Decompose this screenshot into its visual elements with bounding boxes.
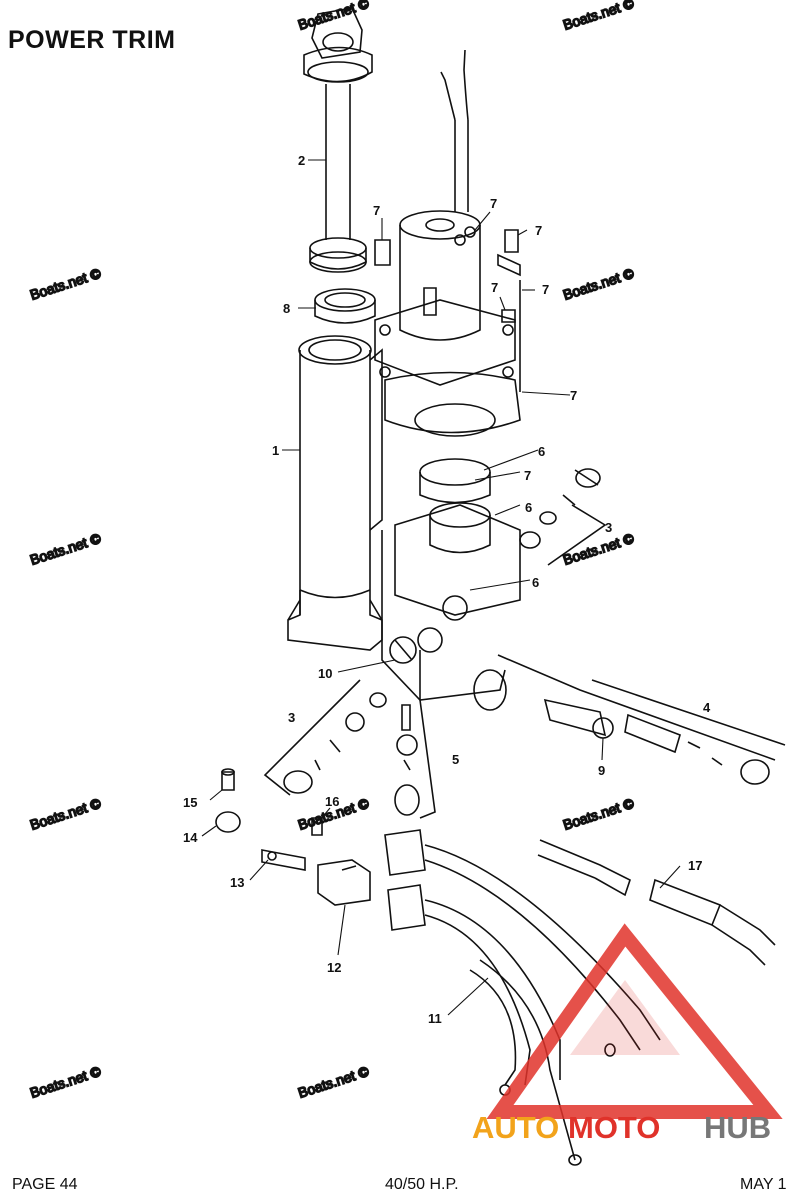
callout-7: 7 [490,196,497,211]
part-1-cylinder-body [287,335,507,711]
part-2-ram-rod [303,7,373,273]
callout-7: 7 [491,280,498,295]
callout-14: 14 [183,830,198,845]
callout-7: 7 [373,203,380,218]
page-title: POWER TRIM [8,26,176,54]
callout-15: 15 [183,795,197,810]
part-11-wiring-harness [384,829,661,1166]
footer-model: 40/50 H.P. [385,1176,459,1193]
callout-7: 7 [535,223,542,238]
watermark-text: Boats.net © [296,0,371,33]
logo-text-moto: MOTO [568,1110,660,1145]
part-13-bracket [261,849,306,871]
part-17-battery-leads [537,839,776,966]
watermark-text: Boats.net © [561,265,636,303]
footer-page-number: PAGE 44 [12,1176,78,1193]
part-10-valve [389,636,417,664]
callout-17: 17 [688,858,702,873]
callout-5: 5 [452,752,459,767]
watermark-text: Boats.net © [561,795,636,833]
callout-7: 7 [542,282,549,297]
callout-7: 7 [524,468,531,483]
part-3-check-valves-left [263,679,387,796]
footer-date: MAY 1 [740,1176,787,1193]
callout-6: 6 [525,500,532,515]
callout-9: 9 [598,763,605,778]
part-16-screw [311,817,323,836]
callout-12: 12 [327,960,341,975]
callout-11: 11 [428,1011,442,1026]
callout-6: 6 [532,575,539,590]
automotohub-logo: AUTO MOTO HUB [472,923,783,1145]
watermark-text: Boats.net © [28,795,103,833]
part-15-14-fittings [215,768,241,833]
o-ring-gasket [384,371,521,437]
logo-text-auto: AUTO [472,1110,559,1145]
callout-3: 3 [605,520,612,535]
callout-1: 1 [272,443,279,458]
part-6-pump-assembly [394,458,521,653]
trim-motor [374,49,516,386]
part-8-seal [314,288,376,324]
watermark-text: Boats.net © [28,530,103,568]
callout-13: 13 [230,875,244,890]
leader-lines [201,159,681,1016]
callout-4: 4 [703,700,711,715]
part-3-check-valves-right [519,468,607,566]
logo-text-hub: HUB [704,1110,771,1145]
part-4-manual-release [497,654,786,785]
callout-10: 10 [318,666,332,681]
watermark-text: Boats.net © [28,1063,103,1101]
watermark-text: Boats.net © [296,1063,371,1101]
part-7-screws [374,229,521,392]
watermark-text: Boats.net © [28,265,103,303]
part-12-relay [317,859,371,906]
callout-6: 6 [538,444,545,459]
logo-inner-mark [570,980,680,1055]
callout-labels: 1 2 3 3 4 5 6 6 6 7 7 7 7 7 7 7 8 9 10 1… [183,153,711,1026]
callout-7: 7 [570,388,577,403]
callout-3: 3 [288,710,295,725]
callout-8: 8 [283,301,290,316]
watermark-text: Boats.net © [561,0,636,33]
callout-16: 16 [325,794,339,809]
callout-2: 2 [298,153,305,168]
logo-triangle [486,923,783,1119]
part-5-valve-stack [394,699,436,819]
